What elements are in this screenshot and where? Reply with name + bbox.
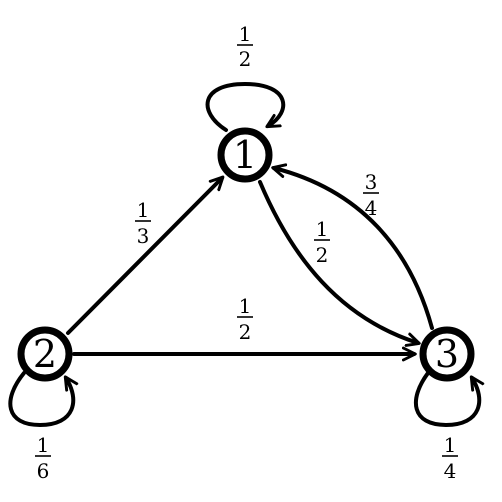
label-2-to-3-denominator: 2 <box>239 320 252 344</box>
label-1-to-3-numerator: 1 <box>316 217 329 241</box>
label-3-to-3-denominator: 4 <box>444 459 457 483</box>
node-2-label: 2 <box>33 332 57 376</box>
label-2-to-2: 1 6 <box>35 433 51 483</box>
node-1-label: 1 <box>233 133 257 177</box>
label-2-to-3-numerator: 1 <box>239 294 252 318</box>
label-1-to-1-denominator: 2 <box>239 47 252 71</box>
label-3-to-1: 3 4 <box>363 170 379 220</box>
node-2: 2 <box>17 326 73 382</box>
edge-2-to-2 <box>8 371 73 428</box>
node-3: 3 <box>419 326 475 382</box>
label-1-to-3: 1 2 <box>314 217 330 267</box>
label-3-to-3-numerator: 1 <box>444 433 457 457</box>
label-3-to-1-numerator: 3 <box>365 170 378 194</box>
node-3-label: 3 <box>435 332 459 376</box>
label-1-to-1-numerator: 1 <box>239 22 252 46</box>
label-3-to-3: 1 4 <box>442 433 458 483</box>
node-1: 1 <box>217 127 273 183</box>
label-1-to-3-denominator: 2 <box>316 243 329 267</box>
edge-1-to-1 <box>205 81 286 132</box>
label-2-to-1-denominator: 3 <box>137 224 150 248</box>
edge-3-to-3 <box>413 371 479 428</box>
label-2-to-2-numerator: 1 <box>37 433 50 457</box>
label-2-to-1-numerator: 1 <box>137 198 150 222</box>
edge-1-to-3 <box>258 180 418 343</box>
label-3-to-1-denominator: 4 <box>365 196 378 220</box>
label-2-to-2-denominator: 6 <box>37 459 50 483</box>
edge-3-to-1 <box>274 168 434 330</box>
edge-2-to-1 <box>66 178 222 335</box>
label-2-to-1: 1 3 <box>135 198 151 248</box>
label-1-to-1: 1 2 <box>237 22 253 71</box>
label-2-to-3: 1 2 <box>237 294 253 344</box>
